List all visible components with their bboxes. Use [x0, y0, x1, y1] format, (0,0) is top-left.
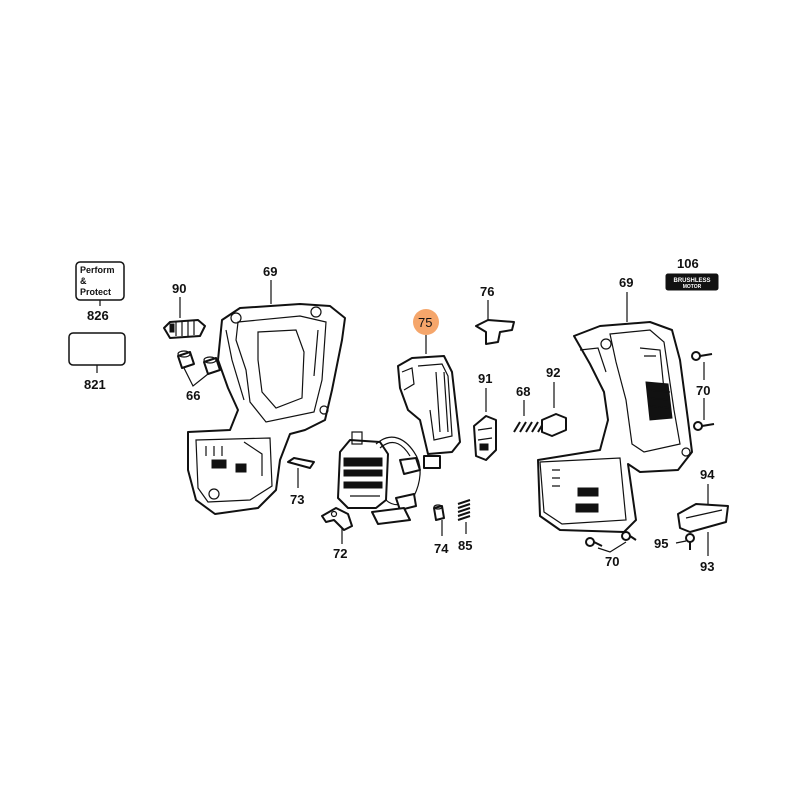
- part-821-blank-label[interactable]: [68, 332, 126, 366]
- part-76-direction-slider[interactable]: [475, 319, 515, 345]
- badge-106-line2: MOTOR: [683, 284, 702, 290]
- part-74-pin[interactable]: [433, 504, 445, 521]
- part-66-bushing-a[interactable]: [177, 350, 195, 369]
- part-wire-harness[interactable]: [371, 436, 441, 525]
- label-826-line3: Protect: [80, 287, 111, 297]
- part-69-right-housing[interactable]: [537, 321, 693, 533]
- part-motor-assembly[interactable]: [337, 431, 389, 509]
- callout-69-right[interactable]: 69: [619, 275, 633, 290]
- callout-74[interactable]: 74: [434, 541, 449, 556]
- callout-93[interactable]: 93: [700, 559, 714, 574]
- callout-821[interactable]: 821: [84, 377, 106, 392]
- part-93-belt-clip[interactable]: [677, 503, 729, 533]
- part-92-lock-button[interactable]: [541, 413, 567, 437]
- badge-106-line1: BRUSHLESS: [673, 278, 710, 284]
- callout-826[interactable]: 826: [87, 308, 109, 323]
- callout-75-highlight[interactable]: 75: [413, 309, 439, 335]
- callout-95[interactable]: 95: [654, 536, 668, 551]
- part-69-left-housing[interactable]: [187, 303, 346, 515]
- part-73-contact-bar[interactable]: [287, 457, 315, 469]
- callout-69-left[interactable]: 69: [263, 264, 277, 279]
- part-70-screw-upper-a[interactable]: [691, 351, 713, 361]
- callout-94[interactable]: 94: [700, 467, 715, 482]
- label-826-line2: &: [80, 276, 87, 286]
- callout-106[interactable]: 106: [677, 256, 699, 271]
- callout-91[interactable]: 91: [478, 371, 492, 386]
- callout-66[interactable]: 66: [186, 388, 200, 403]
- label-826-line1: Perform: [80, 265, 115, 275]
- part-66-bushing-b[interactable]: [203, 356, 221, 375]
- callout-70-lower[interactable]: 70: [605, 554, 619, 569]
- highlight-circle-75: [413, 309, 439, 335]
- callout-92[interactable]: 92: [546, 365, 560, 380]
- callout-90[interactable]: 90: [172, 281, 186, 296]
- part-826-label-card[interactable]: Perform & Protect: [75, 261, 125, 301]
- part-106-brushless-badge[interactable]: BRUSHLESS MOTOR: [665, 273, 719, 291]
- part-85-spring[interactable]: [457, 499, 471, 521]
- callout-70-upper[interactable]: 70: [696, 383, 710, 398]
- callout-73[interactable]: 73: [290, 492, 304, 507]
- part-75-trigger-switch[interactable]: [397, 355, 461, 455]
- part-70-screw-upper-b[interactable]: [693, 421, 715, 431]
- part-95-clip-screw[interactable]: [685, 533, 695, 550]
- callout-75: 75: [418, 315, 432, 330]
- callout-85[interactable]: 85: [458, 538, 472, 553]
- part-70-screw-lower-a[interactable]: [585, 537, 603, 547]
- part-90-led-module[interactable]: [163, 319, 206, 339]
- part-72-wire-clip[interactable]: [321, 507, 353, 531]
- callout-68[interactable]: 68: [516, 384, 530, 399]
- part-68-spring[interactable]: [513, 421, 545, 433]
- part-70-screw-lower-b[interactable]: [621, 531, 637, 541]
- callout-76[interactable]: 76: [480, 284, 494, 299]
- callout-72[interactable]: 72: [333, 546, 347, 561]
- part-91-switch-bracket[interactable]: [473, 415, 497, 461]
